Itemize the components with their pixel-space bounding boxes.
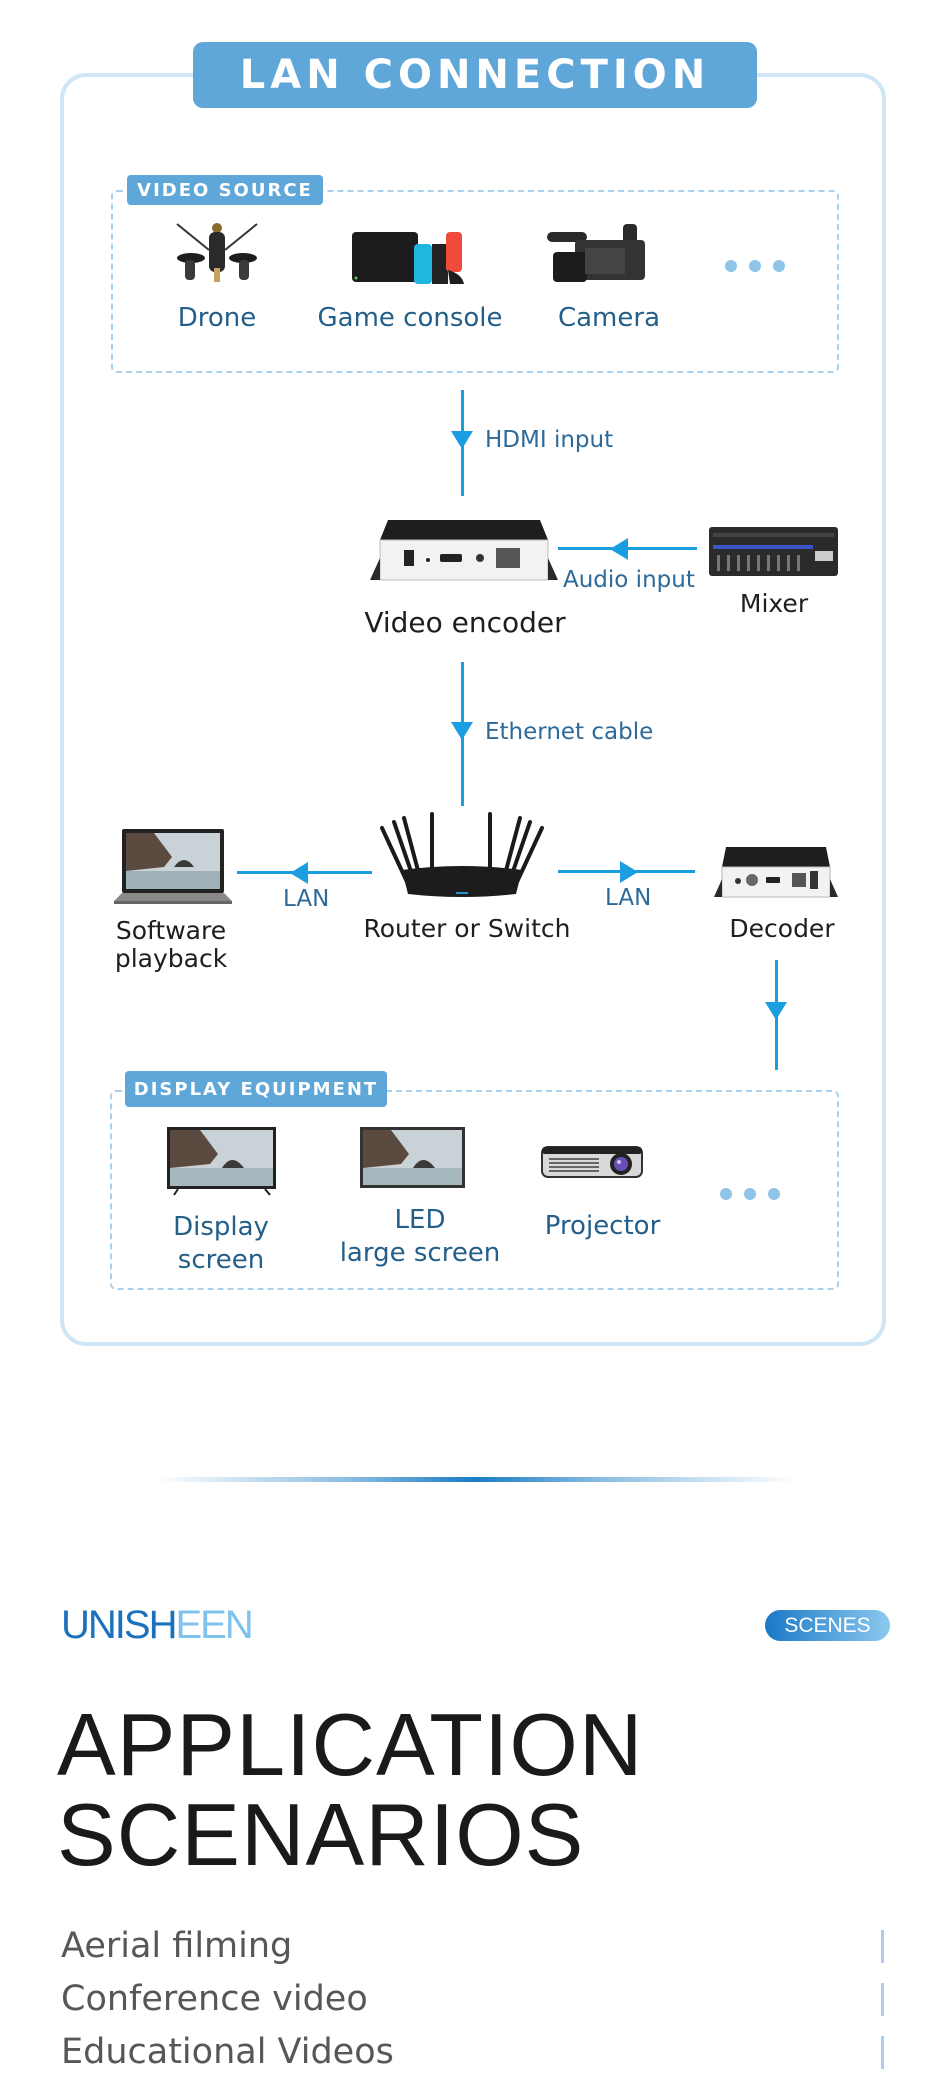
ethernet-cable-label: Ethernet cable [485, 719, 654, 745]
more-dots-icon [720, 1188, 780, 1200]
display-screen-icon [166, 1126, 277, 1196]
display-screen-label-line2: screen [177, 1245, 265, 1275]
heading-line2: SCENARIOS [57, 1785, 585, 1884]
software-playback-label-line2: playback [114, 944, 228, 973]
section-divider [155, 1477, 795, 1482]
heading-line1: APPLICATION [57, 1695, 644, 1794]
display-equipment-label: DISPLAY EQUIPMENT [125, 1071, 387, 1107]
scenario-marker [881, 1983, 884, 2016]
scenario-item: Conference video [61, 1979, 368, 2019]
projector-label: Projector [544, 1211, 661, 1241]
display-equipment-box [110, 1090, 839, 1290]
more-dots-icon [725, 260, 785, 272]
led-screen-icon [359, 1126, 466, 1189]
led-screen-label-line1: LED [394, 1205, 446, 1235]
display-screen-label-line1: Display [173, 1212, 269, 1242]
section-title: LAN CONNECTION [193, 42, 757, 108]
scenario-marker [881, 2036, 884, 2069]
scenario-item: Educational Videos [61, 2032, 394, 2072]
lan-left-label: LAN [283, 886, 330, 912]
mixer-icon [707, 525, 840, 578]
game-console-label: Game console [317, 303, 503, 333]
laptop-icon [114, 827, 232, 906]
scenario-marker [881, 1930, 884, 1963]
video-encoder-label: Video encoder [364, 606, 566, 639]
camera-icon [545, 222, 655, 290]
logo-tail-text: EEN [175, 1603, 253, 1647]
decoder-label: Decoder [729, 914, 835, 943]
mixer-label: Mixer [739, 589, 809, 618]
software-playback-label-line1: Software [115, 916, 227, 945]
arrow-left-icon [290, 862, 308, 884]
hdmi-input-label: HDMI input [485, 427, 614, 453]
logo-main-text: UNISH [61, 1603, 177, 1647]
arrow-down-icon [451, 431, 473, 449]
projector-icon [541, 1144, 644, 1179]
arrow-down-icon [765, 1002, 787, 1020]
router-icon [378, 812, 546, 899]
arrow-right-icon [620, 861, 638, 883]
decoder-icon [712, 845, 840, 901]
scenario-item: Aerial filming [61, 1926, 293, 1966]
scenes-badge: SCENES [765, 1610, 890, 1641]
unisheen-logo: UNISHEEN [61, 1603, 254, 1647]
audio-input-label: Audio input [563, 567, 695, 593]
led-screen-label-line2: large screen [339, 1238, 501, 1268]
application-scenarios-heading: APPLICATION SCENARIOS [57, 1700, 643, 1880]
arrow-down-icon [451, 722, 473, 740]
camera-label: Camera [557, 303, 661, 333]
game-console-icon [350, 230, 468, 285]
arrow-left-icon [610, 538, 628, 560]
video-source-label: VIDEO SOURCE [127, 175, 323, 205]
lan-right-label: LAN [605, 885, 652, 911]
video-encoder-icon [368, 518, 560, 586]
drone-label: Drone [177, 303, 257, 333]
video-source-box [111, 190, 839, 373]
router-label: Router or Switch [363, 914, 571, 943]
drone-icon [173, 220, 261, 288]
